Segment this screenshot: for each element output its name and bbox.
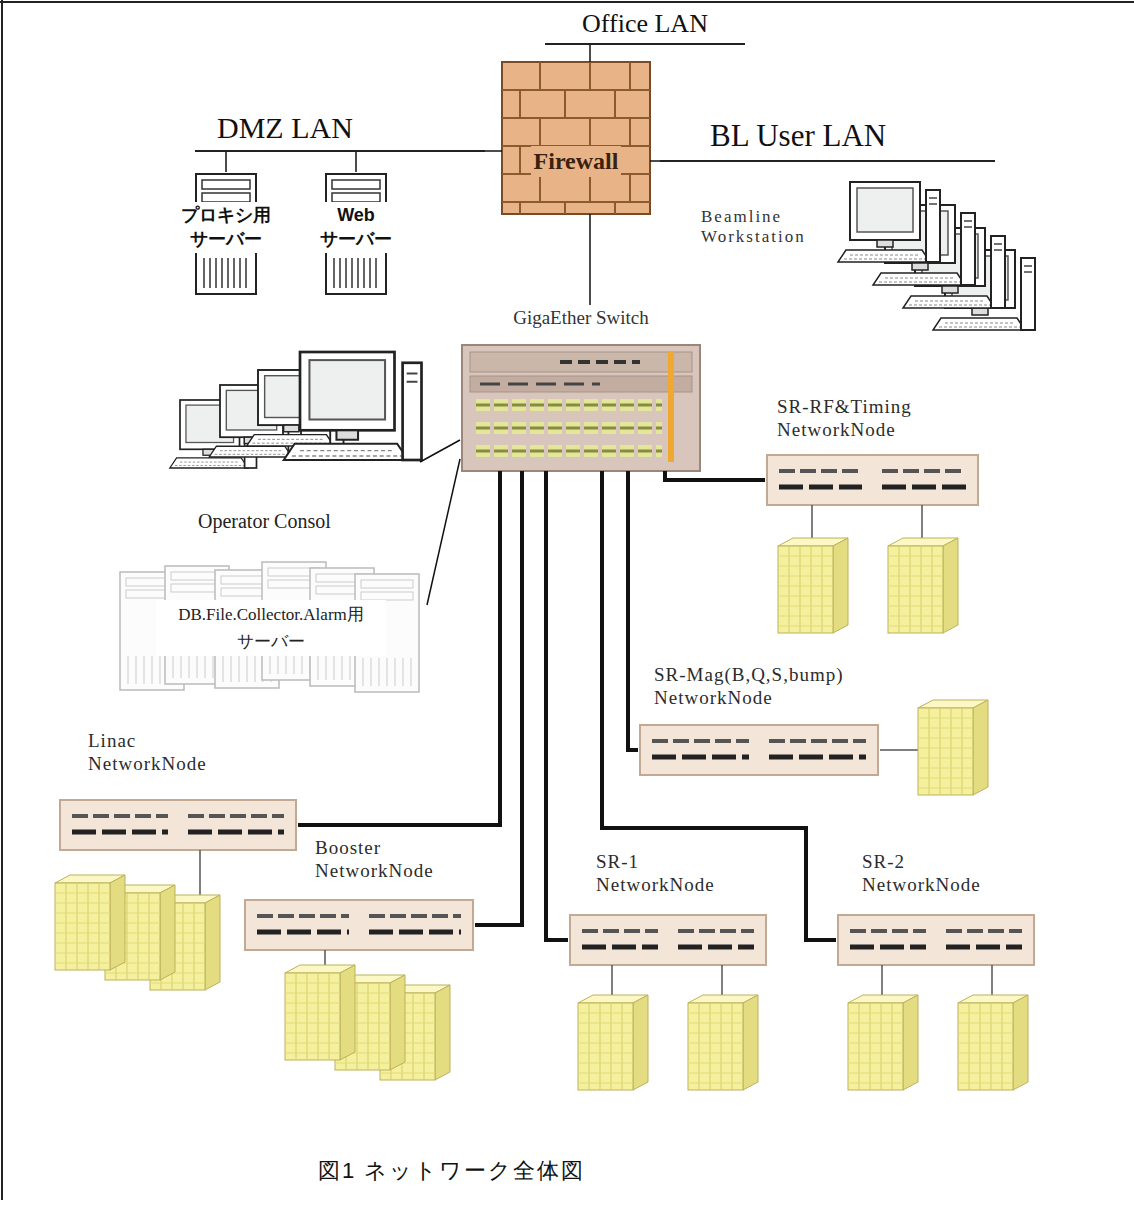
- network-node-devices: [850, 945, 1022, 950]
- equipment-racks: [888, 538, 958, 633]
- lan-name: Office LAN: [582, 8, 708, 39]
- equipment-racks: [55, 538, 1028, 1090]
- beamline-workstations: [838, 182, 1035, 330]
- firewall-wall: [502, 62, 650, 214]
- equipment-racks: [285, 965, 355, 1060]
- network-node-devices: [72, 830, 284, 835]
- network-node-devices: [838, 915, 1034, 965]
- device-leader-lines: [200, 505, 992, 995]
- network-node-devices: [582, 945, 754, 950]
- network-node-label: Linac NetworkNode: [88, 730, 228, 776]
- switch-chassis: [470, 352, 692, 372]
- network-node-devices: [652, 755, 866, 760]
- workstation-label: Beamline Workstation: [698, 206, 838, 249]
- network-node-label: SR-1 NetworkNode: [596, 851, 736, 897]
- trunk-cable: [665, 471, 765, 480]
- db-servers: [120, 562, 419, 692]
- firewall-wall: [502, 62, 650, 214]
- network-node: SR-Mag(B,Q,S,bump) NetworkNode: [638, 660, 880, 775]
- switch-chassis: [476, 405, 662, 451]
- equipment-racks: [918, 700, 988, 795]
- network-node-label: SR-Mag(B,Q,S,bump) NetworkNode: [654, 664, 876, 710]
- network-node: SR-1 NetworkNode: [568, 845, 768, 965]
- beamline-workstations: [838, 182, 940, 262]
- operator-console: Operator Consol: [158, 322, 420, 535]
- network-node-devices: [767, 455, 978, 505]
- network-node-devices: [570, 915, 766, 965]
- equipment-racks: [578, 995, 648, 1090]
- network-node: Linac NetworkNode: [58, 722, 298, 850]
- switch-chassis: [470, 376, 692, 392]
- network-node-label: SR-2 NetworkNode: [862, 851, 1002, 897]
- equipment-racks: [55, 875, 125, 970]
- switch-chassis: [476, 405, 662, 451]
- operator-consoles: [284, 352, 422, 460]
- equipment-racks: [958, 995, 1028, 1090]
- network-node-devices: [257, 930, 461, 935]
- trunk-cable: [546, 471, 568, 940]
- operator-consoles: [170, 352, 422, 468]
- network-node: SR-RF&Timing NetworkNode: [765, 392, 980, 505]
- workstation-group: Beamline Workstation: [694, 172, 1000, 334]
- trunk-cable: [475, 471, 522, 925]
- network-node: Booster NetworkNode: [243, 835, 475, 950]
- switch-chassis: [668, 352, 674, 462]
- network-node-devices: [60, 800, 296, 850]
- network-link: [589, 214, 591, 305]
- network-link: [420, 440, 460, 462]
- lan-bus: BL User LAN: [660, 112, 995, 162]
- network-node-devices: [257, 914, 461, 918]
- switch-chassis: [462, 345, 700, 471]
- firewall-label: Firewall: [531, 146, 622, 177]
- lan-bus: Office LAN: [545, 6, 745, 45]
- switch-chassis: [480, 383, 600, 386]
- lan-name: DMZ LAN: [217, 110, 353, 146]
- console-label: Operator Consol: [198, 509, 331, 533]
- network-link: [355, 152, 357, 172]
- device-leader-lines: [200, 505, 992, 995]
- network-link: [485, 150, 502, 152]
- network-node-devices: [652, 739, 866, 743]
- network-link: [427, 459, 460, 605]
- network-node-devices: [245, 900, 473, 950]
- network-node-devices: [72, 814, 284, 818]
- network-node-devices: [582, 929, 754, 933]
- server-label: プロキシ用 サーバー: [176, 202, 276, 253]
- equipment-racks: [848, 995, 918, 1090]
- network-node-devices: [850, 929, 1022, 933]
- server-tower: Web サーバー: [301, 172, 411, 296]
- firewall: Firewall: [502, 62, 650, 214]
- switch-label: GigaEther Switch: [513, 307, 649, 330]
- server-label: Web サーバー: [306, 202, 406, 253]
- switch-chassis: [462, 345, 700, 471]
- network-node-devices: [779, 485, 966, 490]
- network-node-label: SR-RF&Timing NetworkNode: [777, 396, 967, 442]
- switch-chassis: [560, 360, 640, 364]
- equipment-racks: [778, 538, 848, 633]
- network-node-label: Booster NetworkNode: [315, 837, 455, 883]
- network-link: [589, 45, 591, 62]
- equipment-racks: [688, 995, 758, 1090]
- network-node-devices: [640, 725, 878, 775]
- lan-bus: DMZ LAN: [195, 104, 485, 152]
- server-label: DB.File.Collector.Alarm用 サーバー: [156, 600, 386, 656]
- server-group: DB.File.Collector.Alarm用 サーバー: [115, 560, 427, 692]
- lan-name: BL User LAN: [710, 117, 886, 154]
- network-node: SR-2 NetworkNode: [836, 845, 1036, 965]
- network-node-devices: [60, 455, 1034, 965]
- trunk-cable: [628, 471, 638, 750]
- network-node-devices: [779, 469, 966, 473]
- connector-group: [226, 45, 836, 940]
- firewall-wall: [502, 62, 650, 214]
- network-link: [225, 152, 227, 172]
- gigabit-switch: GigaEther Switch: [460, 305, 702, 471]
- network-link: [650, 160, 660, 162]
- server-tower: プロキシ用 サーバー: [171, 172, 281, 296]
- figure-caption: 図1 ネットワーク全体図: [318, 1156, 585, 1186]
